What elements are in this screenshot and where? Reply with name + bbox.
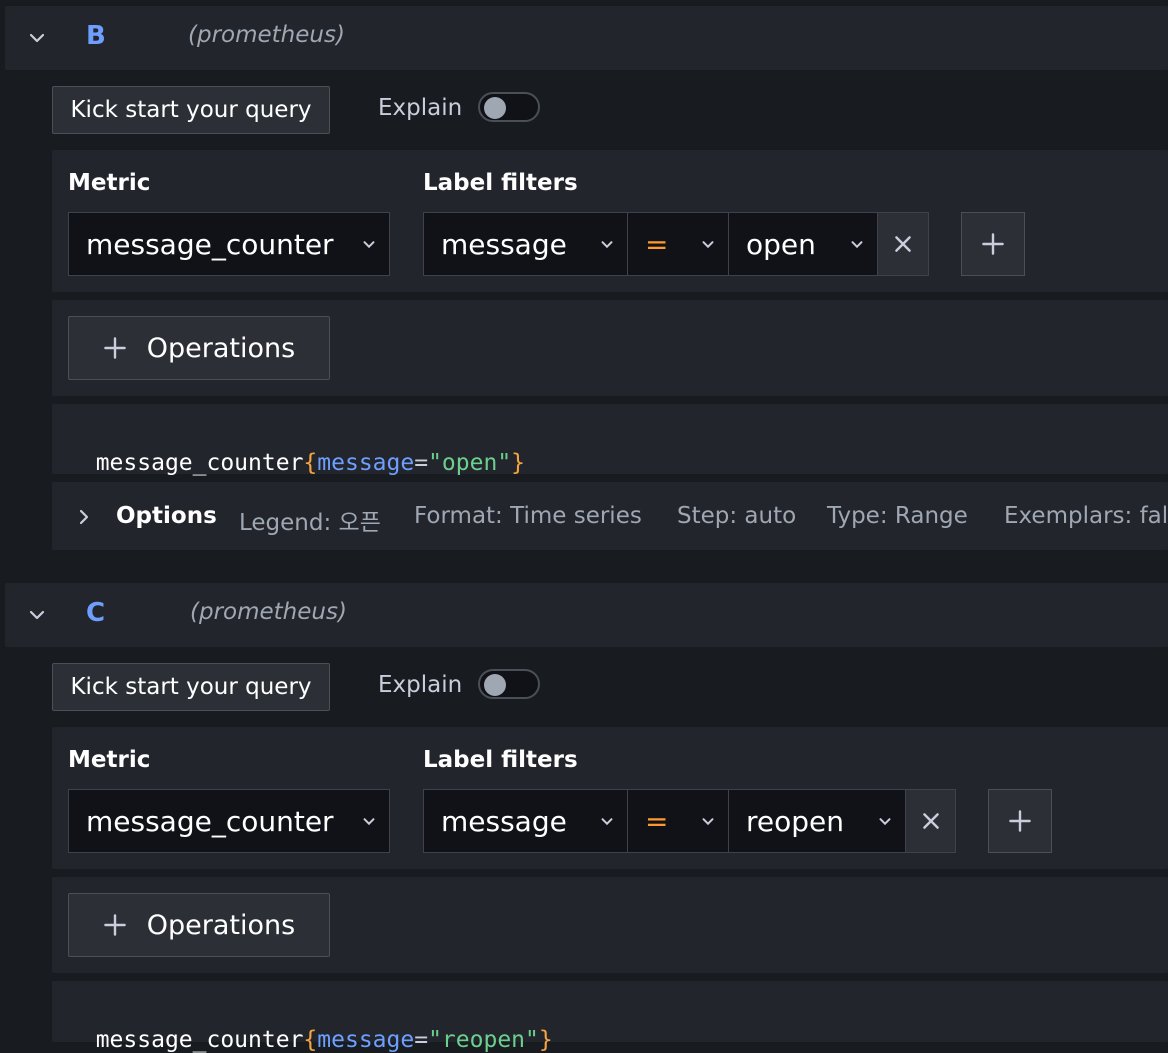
preview-close-brace: } [511,450,526,476]
query-preview-panel [52,404,1168,474]
query-row-header-b [5,6,1168,70]
plus-icon [1009,810,1031,832]
label-filter-key-select[interactable]: message [423,789,628,853]
kick-start-button[interactable]: Kick start your query [52,86,330,134]
explain-label: Explain [378,95,463,121]
label-filter-value-select[interactable]: reopen [728,789,906,853]
chevron-down-icon [702,818,714,826]
datasource-name: (prometheus) [188,22,345,48]
preview-key: message [317,450,415,476]
label-filter-key-select[interactable]: message [423,212,628,276]
chevron-down-icon [702,241,714,249]
preview-metric: message_counter [95,1027,304,1053]
query-preview-panel [52,981,1168,1042]
preview-close-brace: } [538,1027,553,1053]
toggle-knob [484,674,506,696]
operations-label: Operations [146,332,296,364]
metric-select[interactable]: message_counter [68,789,390,853]
chevron-down-icon [879,818,891,826]
explain-toggle[interactable] [478,92,540,122]
query-letter[interactable]: C [86,598,106,628]
label-filter-operator-select[interactable]: = [627,789,729,853]
metric-select-value: message_counter [86,227,334,261]
preview-metric: message_counter [95,450,304,476]
metric-label: Metric [68,170,151,196]
options-panel[interactable] [52,482,1168,550]
label-filter-operator: = [645,804,669,838]
preview-value: "open" [428,450,512,476]
operations-button[interactable]: Operations [68,893,330,957]
operations-label: Operations [146,909,296,941]
preview-eq: = [414,1027,429,1053]
chevron-down-icon [601,241,613,249]
datasource-name: (prometheus) [190,599,347,625]
label-filters-label: Label filters [423,170,578,196]
label-filter-key: message [441,227,567,261]
options-type: Type: Range [827,503,968,529]
metric-select[interactable]: message_counter [68,212,390,276]
metric-label: Metric [68,747,151,773]
preview-eq: = [414,450,429,476]
options-exemplars: Exemplars: fal [1004,503,1168,529]
label-filter-operator: = [645,227,669,261]
options-format: Format: Time series [414,503,642,529]
options-step: Step: auto [677,503,797,529]
query-preview: message_counter{message="open"} [68,424,525,476]
chevron-down-icon [601,818,613,826]
operations-button[interactable]: Operations [68,316,330,380]
query-row-header-c [5,583,1168,647]
plus-icon [103,337,126,359]
close-icon [922,813,939,829]
plus-icon [103,914,126,936]
chevron-down-icon[interactable] [27,28,47,48]
explain-toggle[interactable] [478,669,540,699]
preview-key: message [317,1027,415,1053]
label-filter-value: open [746,227,816,261]
explain-label: Explain [378,672,463,698]
chevron-down-icon [363,241,375,249]
label-filter-operator-select[interactable]: = [627,212,729,276]
remove-filter-button[interactable] [877,212,929,276]
preview-value: "reopen" [428,1027,539,1053]
kick-start-button[interactable]: Kick start your query [52,663,330,711]
chevron-down-icon [851,241,863,249]
close-icon [895,236,911,252]
preview-open-brace: { [303,1027,318,1053]
label-filter-value: reopen [746,804,844,838]
chevron-right-icon[interactable] [74,507,94,527]
options-label[interactable]: Options [116,503,217,529]
metric-select-value: message_counter [86,804,334,838]
query-preview: message_counter{message="reopen"} [68,1001,553,1053]
remove-filter-button[interactable] [905,789,956,853]
add-filter-button[interactable] [961,212,1025,276]
options-legend: Legend: 오픈 [239,510,381,536]
label-filter-value-select[interactable]: open [728,212,878,276]
plus-icon [982,233,1004,255]
chevron-down-icon [363,818,375,826]
preview-open-brace: { [303,450,318,476]
add-filter-button[interactable] [988,789,1052,853]
chevron-down-icon[interactable] [27,605,47,625]
label-filters-label: Label filters [423,747,578,773]
label-filter-key: message [441,804,567,838]
toggle-knob [484,97,506,119]
query-letter[interactable]: B [86,21,106,51]
